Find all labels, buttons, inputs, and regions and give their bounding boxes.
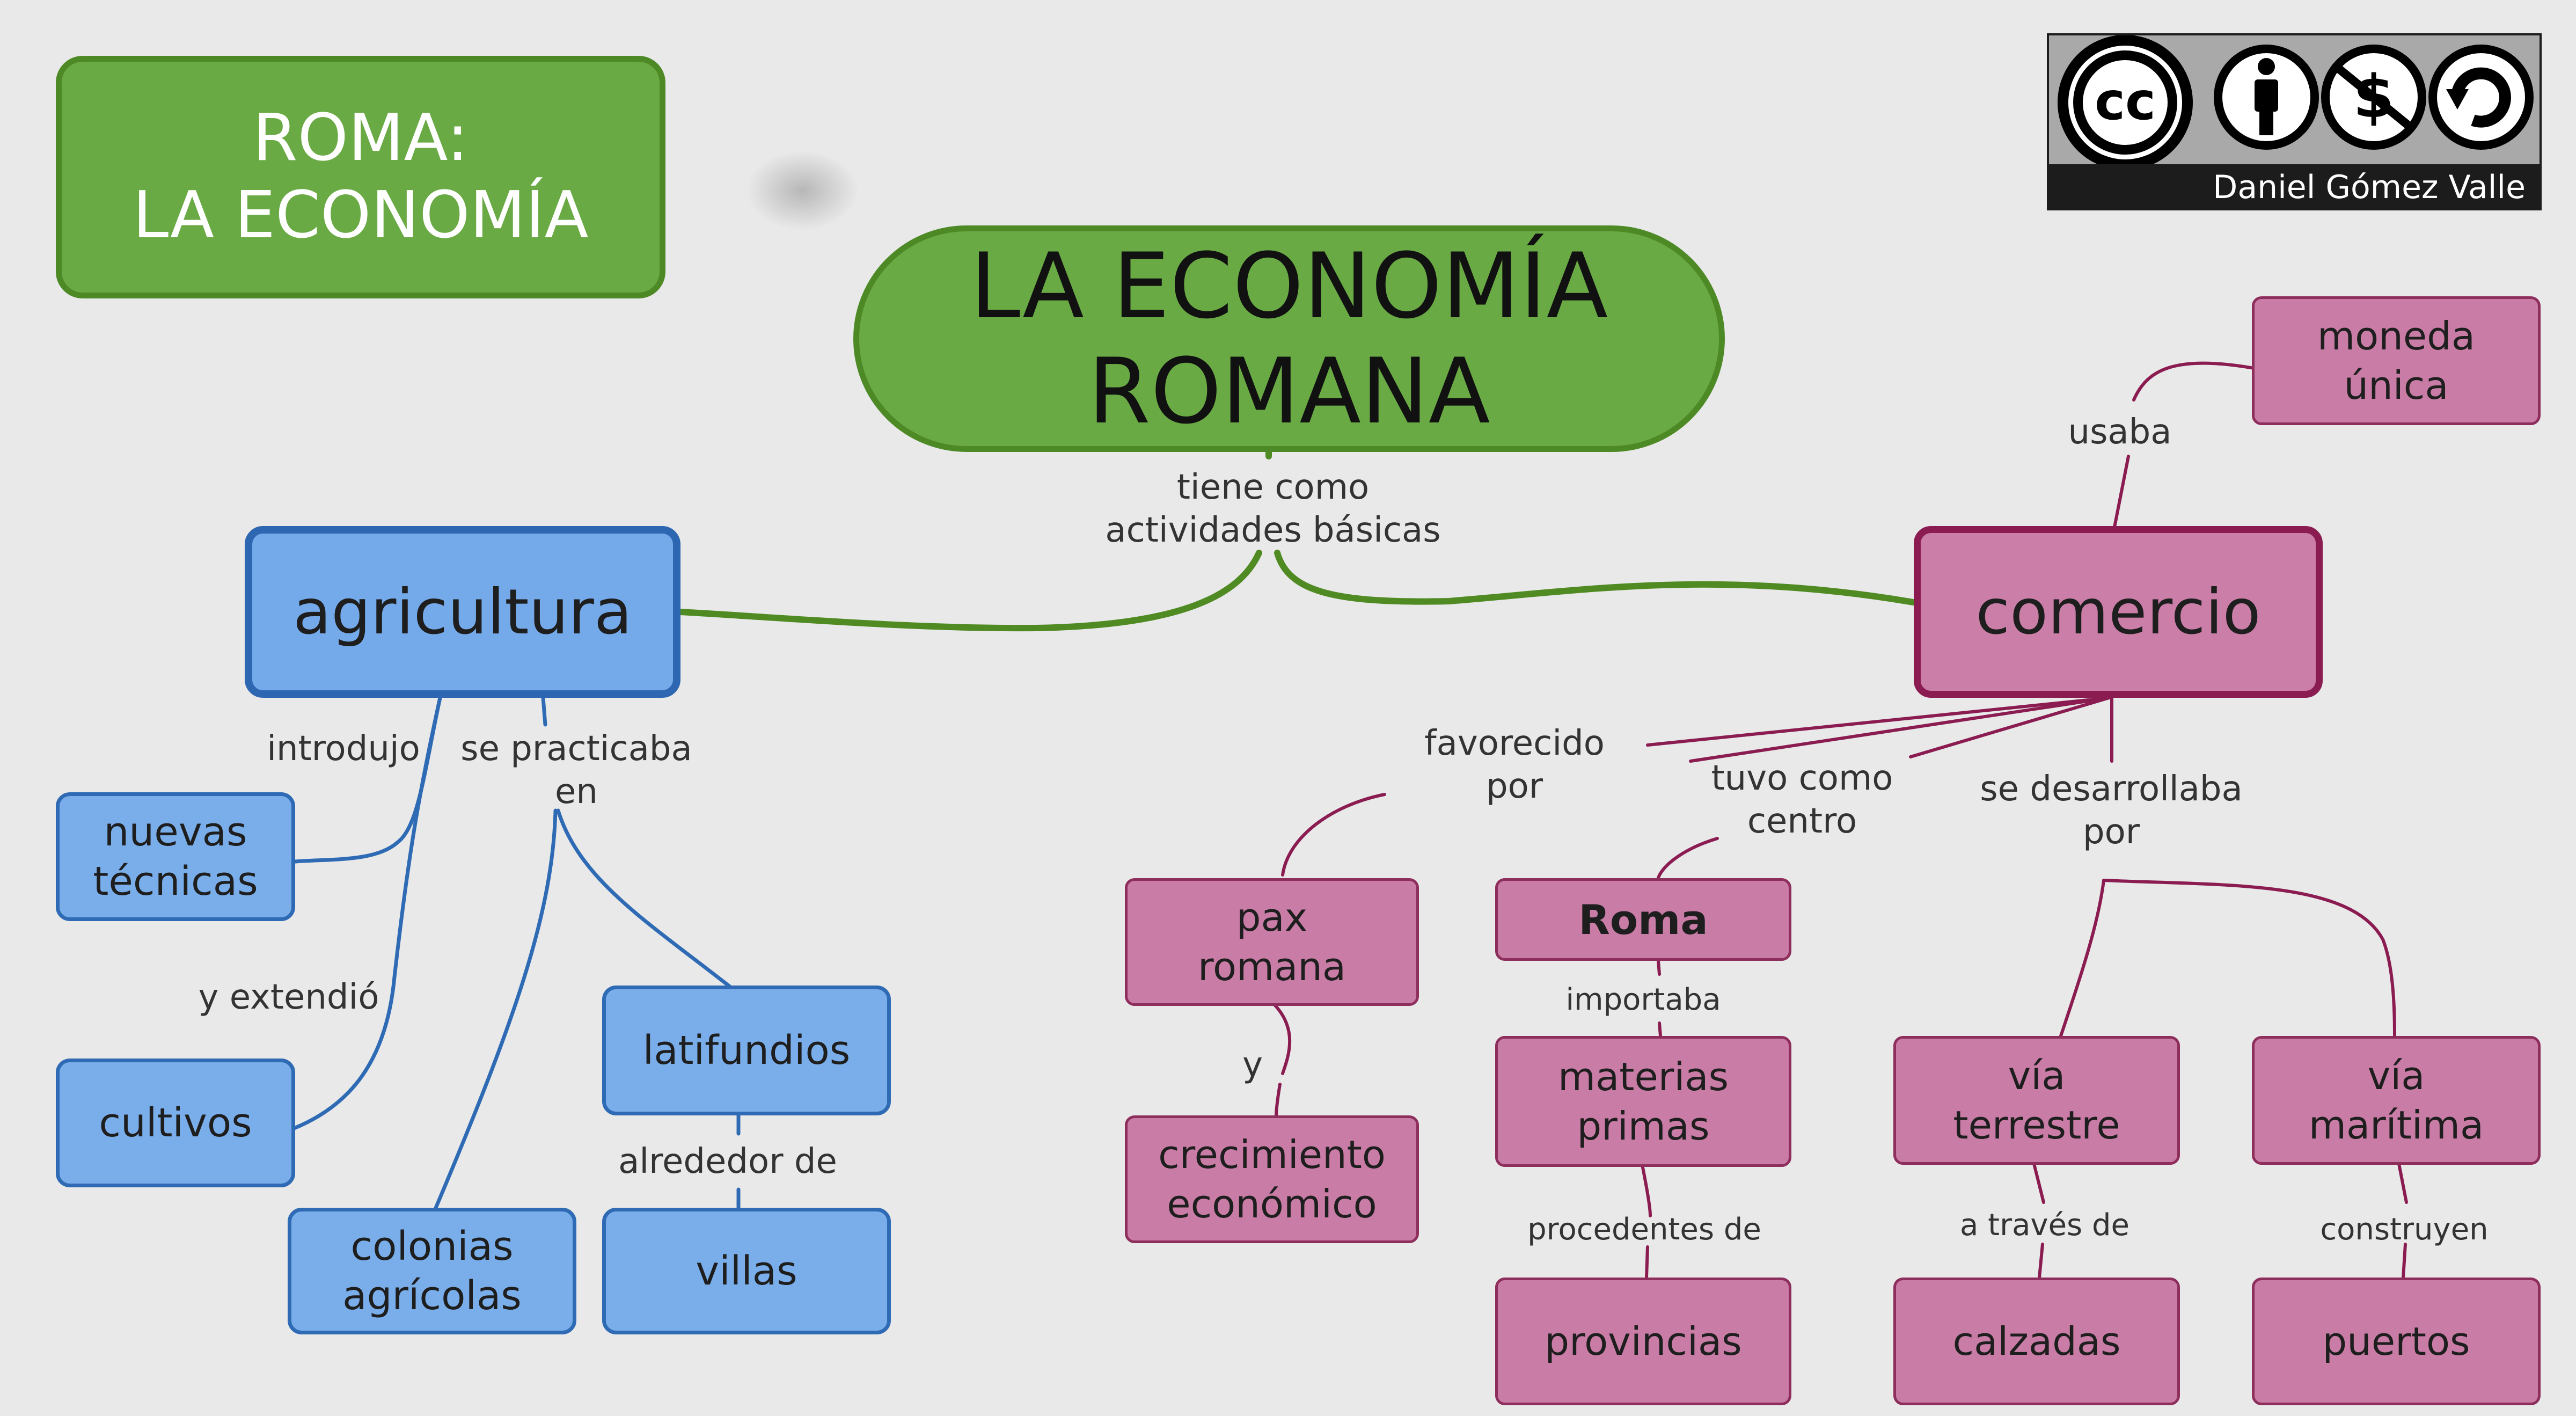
connector-y-crecimiento: [1275, 1083, 1282, 1118]
link-label-tiene-como: tiene como actividades básicas: [1105, 468, 1441, 550]
link-label-se-practicaba: se practicaba en: [460, 729, 692, 812]
nuevas-tecnicas-node: nuevas técnicas: [56, 792, 295, 921]
connector-maritima-construyen: [2397, 1162, 2408, 1204]
license-badge: cc $ Daniel Gómez Valle: [2047, 33, 2542, 210]
connector-via-maritima: [2102, 879, 2396, 1038]
calzadas-node: calzadas: [1893, 1278, 2180, 1405]
comercio-label: comercio: [1975, 575, 2261, 648]
central-node: LA ECONOMÍA ROMANA: [853, 225, 1725, 452]
nuevas-tecnicas-label: nuevas técnicas: [93, 809, 258, 904]
connector-favorecido-pax: [1281, 793, 1386, 877]
link-label-construyen: construyen: [2320, 1212, 2489, 1247]
link-label-usaba: usaba: [2068, 412, 2172, 452]
via-maritima-node: vía marítima: [2252, 1036, 2541, 1165]
latifundios-node: latifundios: [602, 986, 891, 1115]
connector-construyen-puertos: [2402, 1243, 2407, 1279]
link-label-procedentes-de: procedentes de: [1527, 1212, 1761, 1247]
agricultura-node: agricultura: [245, 526, 680, 698]
moneda-unica-label: moneda única: [2317, 313, 2475, 408]
connector-usaba-stem: [2113, 455, 2130, 529]
connector-central-agricultura: [677, 550, 1262, 632]
link-label-y: y: [1242, 1045, 1263, 1085]
materias-primas-label: materias primas: [1557, 1054, 1729, 1149]
svg-text:cc: cc: [2095, 71, 2156, 132]
connector-pax-y: [1273, 1003, 1292, 1075]
link-label-importaba: importaba: [1565, 982, 1721, 1017]
map-title-box: ROMA: LA ECONOMÍA: [56, 56, 665, 298]
link-label-favorecido-por: favorecido por: [1424, 724, 1605, 806]
via-maritima-label: vía marítima: [2308, 1053, 2484, 1148]
provincias-label: provincias: [1545, 1319, 1742, 1364]
latifundios-label: latifundios: [642, 1027, 851, 1074]
license-author: Daniel Gómez Valle: [2213, 169, 2526, 206]
agricultura-label: agricultura: [293, 575, 632, 648]
crecimiento-economico-label: crecimiento económico: [1158, 1132, 1386, 1227]
connector-procedentes-provincias: [1645, 1245, 1649, 1279]
pax-romana-label: pax romana: [1197, 895, 1346, 989]
license-icons-row: cc $: [2049, 35, 2540, 170]
by-icon: [2214, 45, 2319, 150]
pink-connectors: [1273, 361, 2408, 1279]
connector-materias-procedentes: [1641, 1163, 1652, 1217]
central-node-label: LA ECONOMÍA ROMANA: [970, 233, 1608, 444]
connector-a-traves-calzadas: [2038, 1243, 2044, 1279]
link-label-a-traves-de: a través de: [1960, 1208, 2129, 1243]
license-icons: cc $: [2058, 35, 2534, 170]
connector-se-practicaba-stem: [541, 696, 547, 727]
connector-se-desarrollaba-a: [1909, 696, 2111, 758]
connector-introdujo: [293, 696, 442, 864]
puertos-node: puertos: [2252, 1278, 2541, 1405]
link-label-tuvo-como-centro: tuvo como centro: [1711, 758, 1893, 841]
connector-central-comercio: [1274, 550, 1916, 605]
connector-centro-roma: [1657, 837, 1719, 879]
connector-latifundios: [556, 808, 732, 989]
colonias-agricolas-label: colonias agrícolas: [342, 1223, 522, 1319]
smudge-mark: [746, 150, 859, 231]
moneda-unica-node: moneda única: [2252, 296, 2541, 425]
blue-connectors: [292, 696, 741, 1213]
sa-icon: [2428, 45, 2534, 150]
via-terrestre-label: vía terrestre: [1953, 1053, 2120, 1148]
connector-y-extendio: [292, 696, 442, 1130]
crecimiento-economico-node: crecimiento económico: [1125, 1115, 1419, 1243]
connector-favorecido: [1646, 696, 2111, 747]
connector-importaba-materias: [1658, 1021, 1662, 1038]
provincias-node: provincias: [1495, 1278, 1791, 1405]
puertos-label: puertos: [2322, 1319, 2470, 1364]
villas-node: villas: [602, 1208, 891, 1334]
connector-usaba-moneda: [2132, 361, 2256, 402]
cc-icon: cc: [2058, 35, 2193, 170]
materias-primas-node: materias primas: [1495, 1036, 1791, 1167]
villas-label: villas: [696, 1248, 797, 1294]
connector-via-terrestre: [2059, 879, 2105, 1038]
colonias-agricolas-node: colonias agrícolas: [288, 1208, 576, 1334]
via-terrestre-node: vía terrestre: [1893, 1036, 2180, 1165]
pax-romana-node: pax romana: [1125, 878, 1419, 1006]
connector-terrestre-a-traves: [2032, 1162, 2045, 1204]
connector-colonias: [433, 808, 558, 1213]
link-label-introdujo: introdujo: [267, 729, 420, 769]
cultivos-node: cultivos: [56, 1059, 295, 1187]
link-label-se-desarrollaba-por: se desarrollaba por: [1980, 769, 2243, 852]
comercio-node: comercio: [1914, 526, 2323, 698]
calzadas-label: calzadas: [1952, 1319, 2121, 1364]
roma-label: Roma: [1578, 895, 1708, 944]
connector-roma-importaba: [1657, 959, 1661, 976]
connector-tuvo-centro: [1689, 696, 2111, 763]
nc-icon: $: [2321, 45, 2426, 150]
cultivos-label: cultivos: [99, 1100, 252, 1146]
map-title: ROMA: LA ECONOMÍA: [133, 101, 589, 253]
link-label-alrededor-de: alrededor de: [618, 1142, 837, 1181]
roma-node: Roma: [1495, 878, 1791, 961]
link-label-y-extendio: y extendió: [198, 977, 379, 1017]
